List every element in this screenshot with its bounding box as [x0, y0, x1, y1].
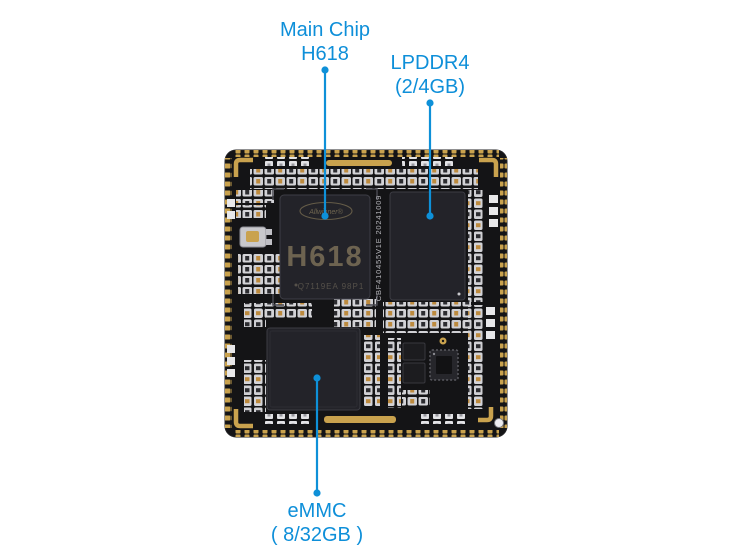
component-cluster: [264, 157, 312, 166]
gold-strip-top: [326, 160, 392, 166]
component-cluster: [263, 414, 313, 424]
component-cluster: [402, 390, 430, 407]
castellation-bottom: [233, 430, 499, 437]
component-cluster: [383, 302, 471, 333]
callout-dots: [313, 66, 434, 497]
castellation-left: [225, 158, 232, 428]
castellation-top: [233, 150, 499, 157]
corner-bracket-tl: [233, 157, 253, 177]
pin1-dot: [294, 283, 298, 287]
emmc-leader-dot-bottom: [313, 489, 321, 497]
corner-bracket-tr: [479, 157, 499, 177]
crystal-oscillator: [239, 226, 272, 248]
pcb-module: Allwinner® H618 Q7119EA 98P1 CBF410455V1…: [224, 149, 508, 438]
chip-model-text: H618: [286, 241, 363, 273]
callout-lpddr4: LPDDR4 (2/4GB): [330, 51, 530, 99]
component-cluster: [388, 338, 401, 408]
chip-h618: Allwinner® H618 Q7119EA 98P1: [279, 194, 371, 300]
gold-via-hole: [441, 339, 445, 343]
gold-strip-bottom: [324, 416, 396, 423]
component-cluster: [244, 303, 266, 327]
callout-emmc-subtitle: ( 8/32GB ): [270, 524, 364, 546]
chip-marking-text: Q7119EA 98P1: [298, 282, 365, 291]
callout-lpddr4-subtitle: (2/4GB): [394, 76, 466, 98]
qfn-chip: [429, 349, 459, 381]
component-cluster: [468, 190, 483, 302]
callout-lpddr4-title: LPDDR4: [390, 52, 470, 74]
component-cluster: [468, 305, 483, 409]
callout-main-chip: Main Chip H618: [225, 18, 425, 66]
callout-leaders: [315, 70, 432, 493]
component-cluster: [262, 303, 312, 320]
component-cluster: [334, 299, 376, 327]
corner-brackets: [233, 157, 499, 429]
pin1-dot: [457, 292, 461, 296]
corner-bracket-bl: [233, 409, 253, 429]
edge-pads-left: [227, 199, 235, 377]
edge-pads-right: [486, 195, 498, 339]
small-ic: [402, 362, 426, 384]
component-cluster: [364, 335, 380, 407]
emmc-leader-dot-chip: [313, 374, 321, 382]
castellation-right: [500, 158, 507, 428]
callout-main-chip-subtitle: H618: [301, 43, 349, 65]
chip-lpddr4: [389, 191, 466, 301]
callout-emmc-title: eMMC: [287, 500, 347, 522]
component-cluster: [250, 169, 478, 189]
lpddr4-leader-dot-chip: [426, 212, 434, 220]
silkscreen-marks: [272, 188, 378, 306]
chip-emmc: [266, 327, 361, 411]
main-chip-leader-dot-chip: [321, 212, 329, 220]
component-cluster: [236, 205, 266, 218]
fiducial-mark: [494, 418, 504, 428]
lpddr4-leader-dot-top: [426, 99, 434, 107]
component-cluster: [244, 360, 266, 412]
main-chip-leader-dot-top: [321, 66, 329, 74]
serial-silkscreen-text: CBF410455V1E 20241009: [374, 195, 383, 301]
component-cluster: [418, 414, 466, 424]
callout-main-chip-title: Main Chip: [279, 19, 371, 41]
small-ic: [402, 342, 426, 361]
component-cluster: [236, 190, 274, 203]
callout-emmc: eMMC ( 8/32GB ): [217, 499, 417, 547]
component-cluster: [238, 252, 280, 294]
corner-bracket-br: [478, 407, 494, 423]
